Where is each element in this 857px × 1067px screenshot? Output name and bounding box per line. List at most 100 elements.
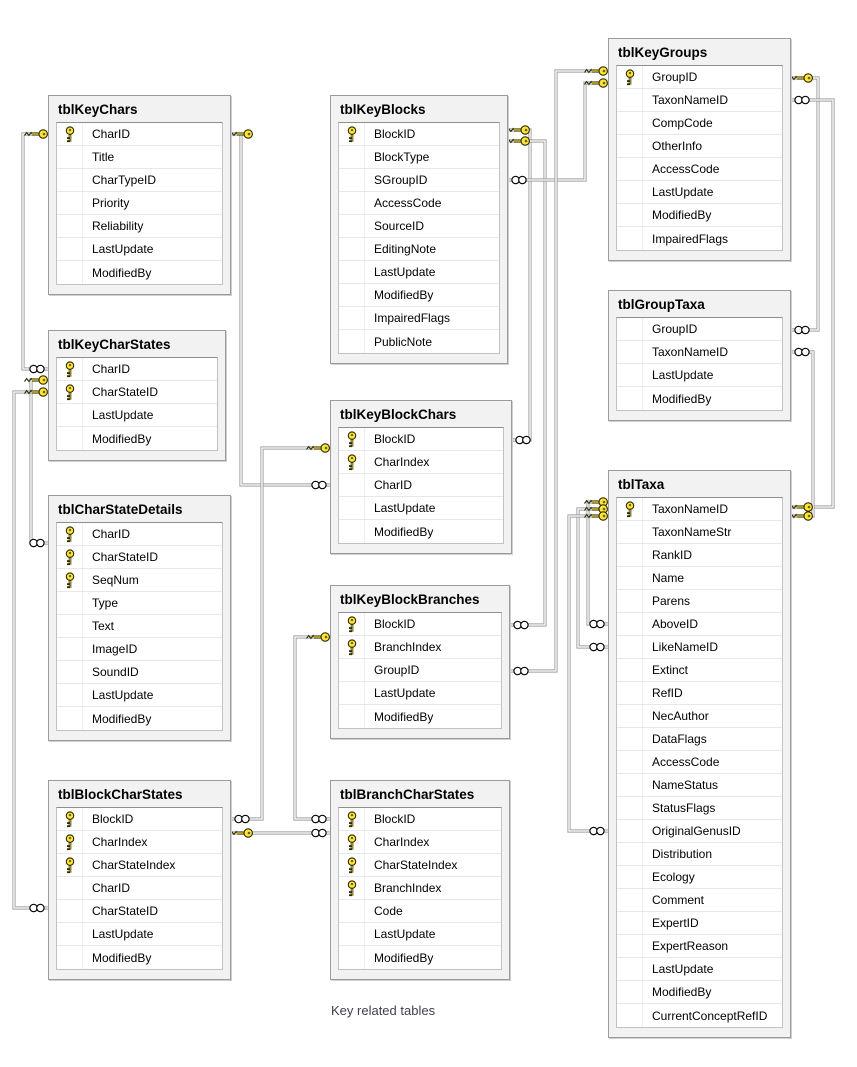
column-row-CharID[interactable]: CharID [57, 123, 222, 146]
column-row-BlockID[interactable]: BlockID [339, 428, 503, 451]
column-row-ExpertID[interactable]: ExpertID [617, 912, 782, 935]
relationship-tblKeyChars-tblKeyBlockChars[interactable] [231, 132, 330, 487]
column-row-BlockID[interactable]: BlockID [339, 123, 499, 146]
column-row-CharIndex[interactable]: CharIndex [339, 831, 501, 854]
column-row-AccessCode[interactable]: AccessCode [617, 751, 782, 774]
column-row-BlockType[interactable]: BlockType [339, 146, 499, 169]
column-row-LastUpdate[interactable]: LastUpdate [617, 181, 782, 204]
relationship-tblKeyChars-tblKeyCharStates[interactable] [21, 132, 48, 371]
column-row-Priority[interactable]: Priority [57, 192, 222, 215]
column-row-TaxonNameStr[interactable]: TaxonNameStr [617, 521, 782, 544]
column-row-LastUpdate[interactable]: LastUpdate [339, 261, 499, 284]
column-row-LastUpdate[interactable]: LastUpdate [339, 923, 501, 946]
relationship-tblTaxa-tblGroupTaxa[interactable] [791, 350, 815, 518]
column-row-Title[interactable]: Title [57, 146, 222, 169]
column-row-LastUpdate[interactable]: LastUpdate [57, 404, 217, 427]
column-row-GroupID[interactable]: GroupID [617, 318, 782, 341]
column-row-ModifiedBy[interactable]: ModifiedBy [57, 707, 222, 730]
column-row-OtherInfo[interactable]: OtherInfo [617, 135, 782, 158]
column-row-TaxonNameID[interactable]: TaxonNameID [617, 498, 782, 521]
column-row-LastUpdate[interactable]: LastUpdate [57, 684, 222, 707]
column-row-PublicNote[interactable]: PublicNote [339, 330, 499, 353]
column-row-CharStateID[interactable]: CharStateID [57, 546, 222, 569]
column-row-ModifiedBy[interactable]: ModifiedBy [339, 284, 499, 307]
column-row-AccessCode[interactable]: AccessCode [339, 192, 499, 215]
relationship-tblTaxa-tblTaxa-OriginalGenusID[interactable] [567, 514, 608, 833]
column-row-ModifiedBy[interactable]: ModifiedBy [339, 705, 501, 728]
column-row-CharID[interactable]: CharID [57, 523, 222, 546]
column-row-LastUpdate[interactable]: LastUpdate [339, 682, 501, 705]
column-row-CharID[interactable]: CharID [57, 877, 222, 900]
column-row-CharTypeID[interactable]: CharTypeID [57, 169, 222, 192]
column-row-CharStateIndex[interactable]: CharStateIndex [339, 854, 501, 877]
column-row-Extinct[interactable]: Extinct [617, 659, 782, 682]
column-row-AccessCode[interactable]: AccessCode [617, 158, 782, 181]
column-row-Ecology[interactable]: Ecology [617, 866, 782, 889]
column-row-AboveID[interactable]: AboveID [617, 613, 782, 636]
column-row-LastUpdate[interactable]: LastUpdate [57, 238, 222, 261]
column-row-Comment[interactable]: Comment [617, 889, 782, 912]
column-row-ModifiedBy[interactable]: ModifiedBy [339, 520, 503, 543]
column-row-LastUpdate[interactable]: LastUpdate [617, 364, 782, 387]
column-row-BranchIndex[interactable]: BranchIndex [339, 636, 501, 659]
column-row-TaxonNameID[interactable]: TaxonNameID [617, 89, 782, 112]
column-row-CharStateIndex[interactable]: CharStateIndex [57, 854, 222, 877]
relationship-tblKeyGroups-tblKeyBlockBranches[interactable] [510, 69, 608, 673]
column-row-NecAuthor[interactable]: NecAuthor [617, 705, 782, 728]
column-row-OriginalGenusID[interactable]: OriginalGenusID [617, 820, 782, 843]
column-row-ImpairedFlags[interactable]: ImpairedFlags [617, 227, 782, 250]
column-row-ModifiedBy[interactable]: ModifiedBy [57, 946, 222, 969]
column-row-CharStateID[interactable]: CharStateID [57, 900, 222, 923]
column-row-CharStateID[interactable]: CharStateID [57, 381, 217, 404]
column-row-ImageID[interactable]: ImageID [57, 638, 222, 661]
column-row-LastUpdate[interactable]: LastUpdate [617, 958, 782, 981]
column-row-Reliability[interactable]: Reliability [57, 215, 222, 238]
column-row-CharID[interactable]: CharID [57, 358, 217, 381]
column-row-GroupID[interactable]: GroupID [617, 66, 782, 89]
column-row-GroupID[interactable]: GroupID [339, 659, 501, 682]
column-row-ImpairedFlags[interactable]: ImpairedFlags [339, 307, 499, 330]
column-row-CompCode[interactable]: CompCode [617, 112, 782, 135]
column-row-DataFlags[interactable]: DataFlags [617, 728, 782, 751]
relationship-tblKeyBlocks-tblKeyBlockChars[interactable] [508, 128, 532, 442]
column-row-Type[interactable]: Type [57, 592, 222, 615]
column-row-BlockID[interactable]: BlockID [339, 808, 501, 831]
column-row-LastUpdate[interactable]: LastUpdate [57, 923, 222, 946]
column-row-LastUpdate[interactable]: LastUpdate [339, 497, 503, 520]
column-row-RefID[interactable]: RefID [617, 682, 782, 705]
column-row-Name[interactable]: Name [617, 567, 782, 590]
column-row-Text[interactable]: Text [57, 615, 222, 638]
column-row-SoundID[interactable]: SoundID [57, 661, 222, 684]
column-row-RankID[interactable]: RankID [617, 544, 782, 567]
relationship-tblKeyBlockBranches-tblBranchCharStates[interactable] [293, 635, 330, 821]
column-row-ModifiedBy[interactable]: ModifiedBy [57, 261, 222, 284]
column-row-StatusFlags[interactable]: StatusFlags [617, 797, 782, 820]
column-row-CharIndex[interactable]: CharIndex [57, 831, 222, 854]
column-row-CurrentConceptRefID[interactable]: CurrentConceptRefID [617, 1004, 782, 1027]
relationship-tblKeyGroups-tblGroupTaxa[interactable] [791, 76, 820, 332]
column-row-SeqNum[interactable]: SeqNum [57, 569, 222, 592]
column-row-ModifiedBy[interactable]: ModifiedBy [339, 946, 501, 969]
column-row-EditingNote[interactable]: EditingNote [339, 238, 499, 261]
column-row-NameStatus[interactable]: NameStatus [617, 774, 782, 797]
column-row-Code[interactable]: Code [339, 900, 501, 923]
column-row-CharIndex[interactable]: CharIndex [339, 451, 503, 474]
column-row-ExpertReason[interactable]: ExpertReason [617, 935, 782, 958]
column-row-CharID[interactable]: CharID [339, 474, 503, 497]
column-row-ModifiedBy[interactable]: ModifiedBy [57, 427, 217, 450]
column-row-BlockID[interactable]: BlockID [339, 613, 501, 636]
column-row-ModifiedBy[interactable]: ModifiedBy [617, 204, 782, 227]
relationship-tblKeyBlockChars-tblBlockCharStates[interactable] [231, 446, 330, 821]
column-row-SourceID[interactable]: SourceID [339, 215, 499, 238]
column-row-TaxonNameID[interactable]: TaxonNameID [617, 341, 782, 364]
